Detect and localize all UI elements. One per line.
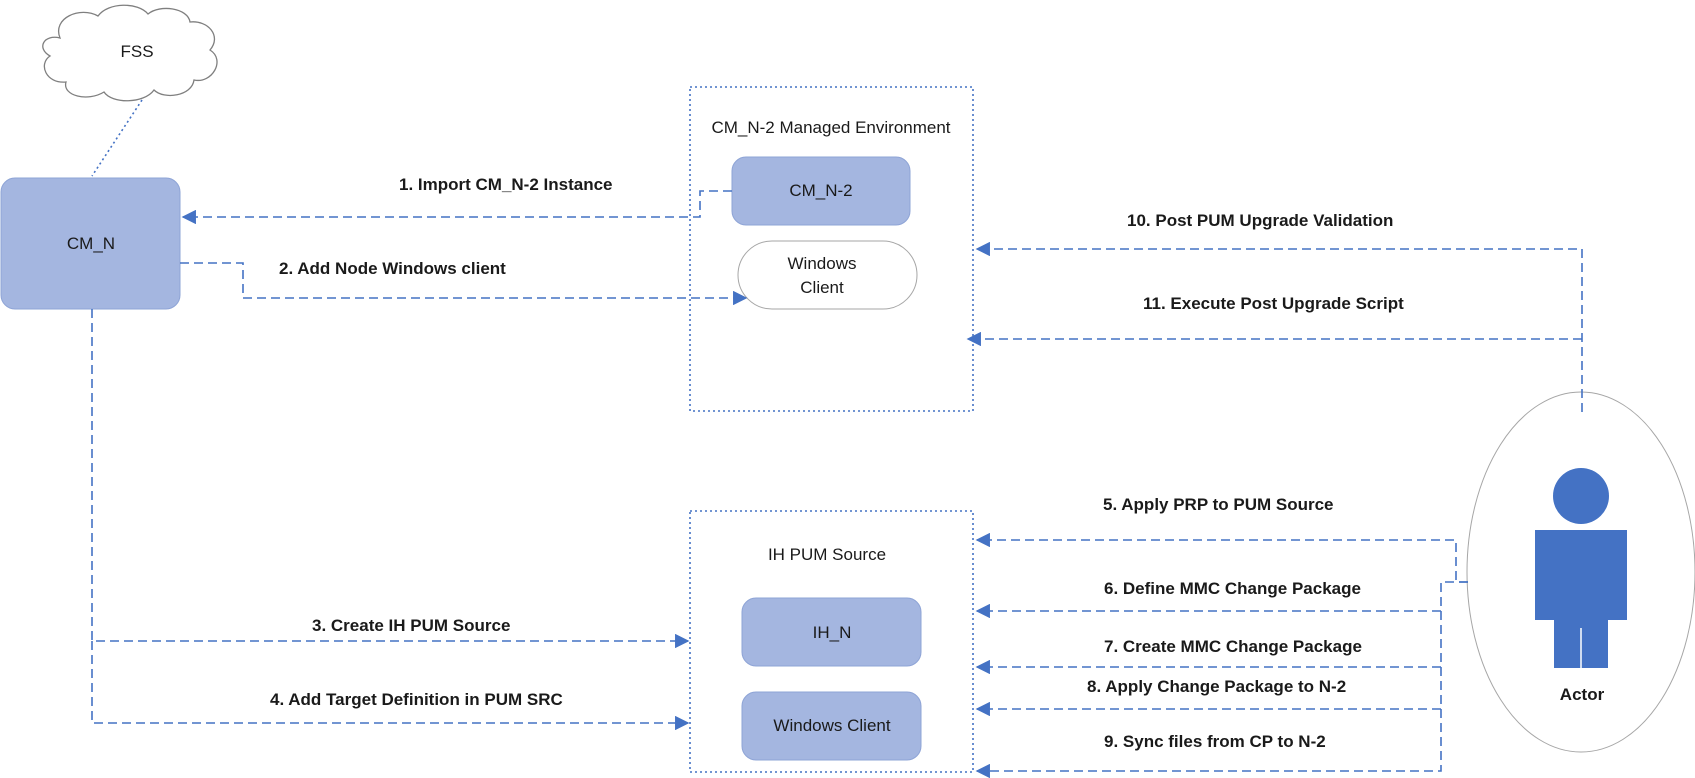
- edge-actor-trunk: [975, 581, 1468, 778]
- windows-client-pum-label: Windows Client: [773, 716, 890, 735]
- windows-client-line2: Client: [800, 278, 844, 297]
- windows-client-line1: Windows: [788, 254, 857, 273]
- edge-label-1: 1. Import CM_N-2 Instance: [399, 175, 613, 194]
- edge-label-10: 10. Post PUM Upgrade Validation: [1127, 211, 1393, 230]
- managed-env-title: CM_N-2 Managed Environment: [711, 118, 950, 137]
- ih-n-label: IH_N: [813, 623, 852, 642]
- edge-label-11: 11. Execute Post Upgrade Script: [1143, 294, 1404, 313]
- managed-env-container: [689, 86, 974, 412]
- windows-client-pum-node: [741, 691, 922, 761]
- edge-label-7: 7. Create MMC Change Package: [1104, 637, 1362, 656]
- cm-n2-label: CM_N-2: [789, 181, 852, 200]
- cm-n-node: [0, 177, 181, 310]
- edge-post-validation: [975, 241, 1583, 412]
- edge-label-8: 8. Apply Change Package to N-2: [1087, 677, 1346, 696]
- edge-label-6: 6. Define MMC Change Package: [1104, 579, 1361, 598]
- edge-create-source: [91, 309, 690, 649]
- edge-label-5: 5. Apply PRP to PUM Source: [1103, 495, 1334, 514]
- windows-client-node: [737, 240, 918, 310]
- ih-pum-source-container: [689, 510, 974, 773]
- fss-cloud: FSS: [42, 4, 218, 102]
- cm-n-label: CM_N: [67, 234, 115, 253]
- edge-label-9: 9. Sync files from CP to N-2: [1104, 732, 1326, 751]
- actor-icon: [1535, 468, 1627, 668]
- edge-add-node: [180, 262, 748, 306]
- edge-target-definition: [91, 641, 690, 731]
- ih-n-node: [741, 597, 922, 667]
- edge-label-3: 3. Create IH PUM Source: [312, 616, 510, 635]
- edge-apply-prp: [975, 532, 1468, 583]
- actor-label: Actor: [1560, 685, 1605, 704]
- ih-pum-source-title: IH PUM Source: [768, 545, 886, 564]
- fss-link: [91, 99, 143, 177]
- edge-label-4: 4. Add Target Definition in PUM SRC: [270, 690, 563, 709]
- fss-label: FSS: [120, 42, 153, 61]
- edge-import: [181, 190, 732, 225]
- edge-label-2: 2. Add Node Windows client: [279, 259, 506, 278]
